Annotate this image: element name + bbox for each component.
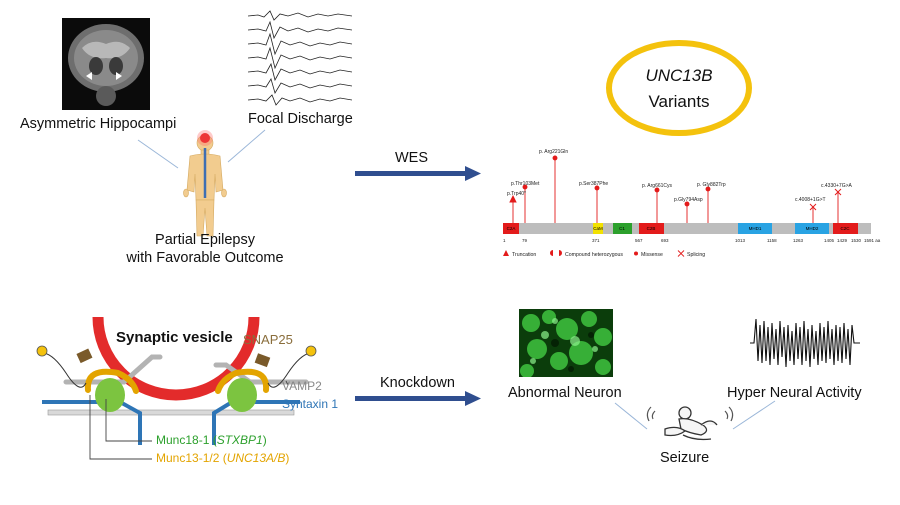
- abnormal-neuron-label: Abnormal Neuron: [508, 385, 622, 401]
- position-tick: 1429: [837, 238, 848, 243]
- missense-marker: [594, 185, 600, 191]
- domain-label: C1: [619, 226, 625, 231]
- variant-label: p.Thr103Met: [511, 181, 540, 187]
- position-tick: 567: [635, 238, 643, 243]
- variant-label: p. Arg221Gln: [539, 149, 568, 155]
- variant-label: p.Trp40*: [507, 191, 526, 197]
- c2a-domain-icon: [305, 345, 317, 357]
- variant-label: c.4008+1G>T: [795, 197, 826, 203]
- protein-backbone: [503, 223, 871, 234]
- munc18-gene: STXBP1: [216, 433, 263, 447]
- domain-label: MHD1: [749, 226, 762, 231]
- synaptic-vesicle-label: Synaptic vesicle: [116, 329, 233, 346]
- synaptic-vesicle: [92, 316, 260, 401]
- domain-c2c: [833, 223, 858, 234]
- eeg-traces: [247, 8, 353, 113]
- variant-label: p. Gly882Trp: [697, 182, 726, 188]
- missense-marker: [552, 155, 558, 161]
- focal-discharge-label: Focal Discharge: [248, 111, 353, 127]
- splicing-legend-icon: [677, 250, 685, 257]
- snap25-protein: [254, 353, 271, 368]
- hyper-activity-trace: [750, 318, 860, 368]
- domain-label: CaM: [593, 226, 603, 231]
- variants-word: Variants: [648, 92, 710, 111]
- missense-marker: [684, 201, 690, 207]
- variant-label: p.Gly794Asp: [674, 197, 703, 203]
- knockdown-label: Knockdown: [380, 375, 455, 391]
- c2a-domain-icon: [36, 345, 48, 357]
- variant-label: p. Arg661Cys: [642, 183, 673, 189]
- focus-point-icon: [200, 133, 210, 143]
- domain-mhd1: [738, 223, 772, 234]
- munc18-protein: [95, 378, 125, 412]
- domain-c2a: [503, 223, 519, 234]
- syntaxin-label: Syntaxin 1: [282, 397, 339, 411]
- position-tick: 1405: [824, 238, 835, 243]
- protein-diagram: C2A CaM C1 C2B MHD1 MHD2 C2C p.Trp40* p.…: [503, 149, 881, 258]
- seizure-figure: [614, 400, 776, 441]
- snap25-protein: [76, 348, 93, 364]
- hyper-neural-activity-label: Hyper Neural Activity: [727, 385, 862, 401]
- partial-epilepsy-label: Partial Epilepsy: [155, 232, 255, 248]
- position-tick: 1591 aa: [864, 238, 881, 243]
- position-tick: 693: [661, 238, 669, 243]
- abnormal-neuron-image: [519, 309, 613, 377]
- domain-cam: [593, 223, 603, 234]
- position-tick: 371: [592, 238, 600, 243]
- legend-truncation: Truncation: [512, 252, 536, 258]
- munc13-label: Munc13-1/2 (UNC13A/B): [156, 451, 290, 465]
- legend-missense: Missense: [641, 252, 663, 258]
- position-tick: 79: [522, 238, 528, 243]
- missense-marker: [654, 187, 660, 193]
- domain-c2b: [639, 223, 664, 234]
- position-tick: 1530: [851, 238, 862, 243]
- wes-label: WES: [395, 150, 429, 166]
- human-figure: [137, 129, 266, 237]
- position-tick: 1: [503, 238, 506, 243]
- plasma-membrane: [47, 409, 295, 416]
- position-tick: 1158: [767, 238, 777, 243]
- position-tick: 1263: [793, 238, 804, 243]
- snap25-label: SNAP25: [243, 332, 293, 347]
- asymmetric-hippocampi-label: Asymmetric Hippocampi: [20, 116, 177, 132]
- knockdown-arrow-icon: [355, 391, 481, 406]
- missense-legend-icon: [634, 251, 638, 256]
- munc13-gene: UNC13A/B: [226, 451, 286, 465]
- domain-label: C2A: [507, 226, 516, 231]
- domain-label: C2C: [840, 226, 850, 231]
- munc18-label: Munc18-1 (STXBP1): [156, 433, 267, 447]
- vamp2-label: VAMP2: [282, 379, 322, 393]
- variant-label: p.Ser387Phe: [579, 181, 608, 187]
- domain-label: MHD2: [806, 226, 819, 231]
- domain-c1: [613, 223, 632, 234]
- missense-marker: [522, 184, 528, 190]
- variant-label: c.4330+7G>A: [821, 183, 853, 189]
- legend-splicing: Splicing: [687, 252, 705, 258]
- seizure-label: Seizure: [660, 450, 710, 466]
- wes-arrow-icon: [355, 166, 481, 181]
- missense-marker: [705, 186, 711, 192]
- compound-legend-icon: [550, 250, 555, 256]
- truncation-legend-icon: [503, 250, 509, 256]
- truncation-marker: [509, 194, 517, 203]
- variants-oval: [606, 40, 752, 136]
- munc18-protein: [227, 378, 257, 412]
- domain-mhd2: [795, 223, 829, 234]
- domain-label: C2B: [647, 226, 656, 231]
- gene-name: UNC13B: [645, 66, 713, 85]
- position-tick: 1013: [735, 238, 746, 243]
- favorable-outcome-label: with Favorable Outcome: [126, 250, 284, 266]
- synapse-diagram: [36, 316, 317, 460]
- legend-compound: Compound heterozygous: [565, 252, 623, 258]
- mri-image: [62, 18, 150, 110]
